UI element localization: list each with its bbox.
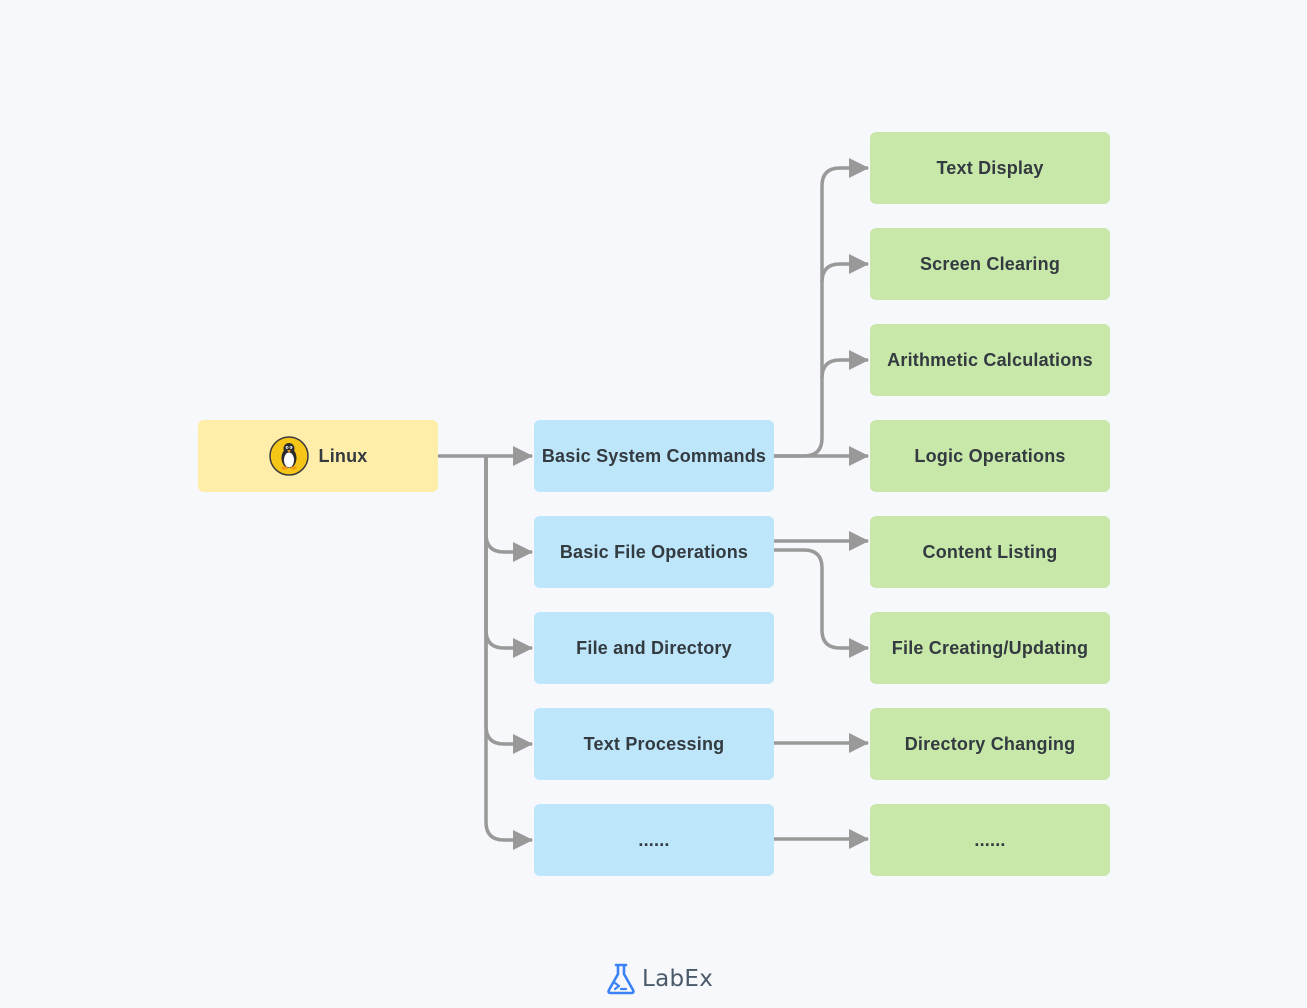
connector-system-text-display — [774, 158, 869, 458]
node-file-creating-updating: File Creating/Updating — [870, 612, 1110, 684]
node-label: ...... — [974, 829, 1006, 850]
node-label: Basic System Commands — [541, 445, 767, 466]
flask-icon — [607, 963, 635, 995]
node-logic-operations: Logic Operations — [870, 420, 1110, 492]
node-label: ...... — [638, 829, 670, 850]
node-subtopic-ellipsis: ...... — [870, 804, 1110, 876]
node-label: Content Listing — [922, 541, 1058, 562]
node-label: Directory Changing — [904, 733, 1076, 754]
node-label: Logic Operations — [914, 445, 1066, 466]
node-text-processing: Text Processing — [534, 708, 774, 780]
node-linux-label: Linux — [318, 445, 368, 466]
node-label: Text Display — [936, 157, 1044, 178]
connector-file-ops-creating-updating — [774, 548, 869, 658]
node-label: Arithmetic Calculations — [887, 349, 1093, 370]
connector-linux-basic-file-operations — [484, 456, 533, 562]
connector-linux-ellipsis — [484, 456, 533, 850]
node-content-listing: Content Listing — [870, 516, 1110, 588]
node-category-ellipsis: ...... — [534, 804, 774, 876]
node-basic-file-operations: Basic File Operations — [534, 516, 774, 588]
node-file-and-directory: File and Directory — [534, 612, 774, 684]
node-linux: Linux — [198, 420, 438, 492]
node-label: Screen Clearing — [919, 253, 1061, 274]
penguin-icon — [268, 436, 309, 476]
node-label: Text Processing — [583, 733, 725, 754]
labex-brand-text: LabEx — [642, 966, 714, 992]
node-label: File and Directory — [576, 637, 732, 658]
node-directory-changing: Directory Changing — [870, 708, 1110, 780]
node-text-display: Text Display — [870, 132, 1110, 204]
node-basic-system-commands: Basic System Commands — [534, 420, 774, 492]
node-arithmetic-calculations: Arithmetic Calculations — [870, 324, 1110, 396]
connector-linux-text-processing — [484, 456, 533, 754]
node-screen-clearing: Screen Clearing — [870, 228, 1110, 300]
connector-system-screen-clearing — [820, 254, 869, 283]
node-label: File Creating/Updating — [891, 637, 1089, 658]
labex-logo: LabEx — [606, 963, 713, 995]
connector-system-arithmetic — [820, 350, 869, 379]
node-label: Basic File Operations — [559, 541, 749, 562]
